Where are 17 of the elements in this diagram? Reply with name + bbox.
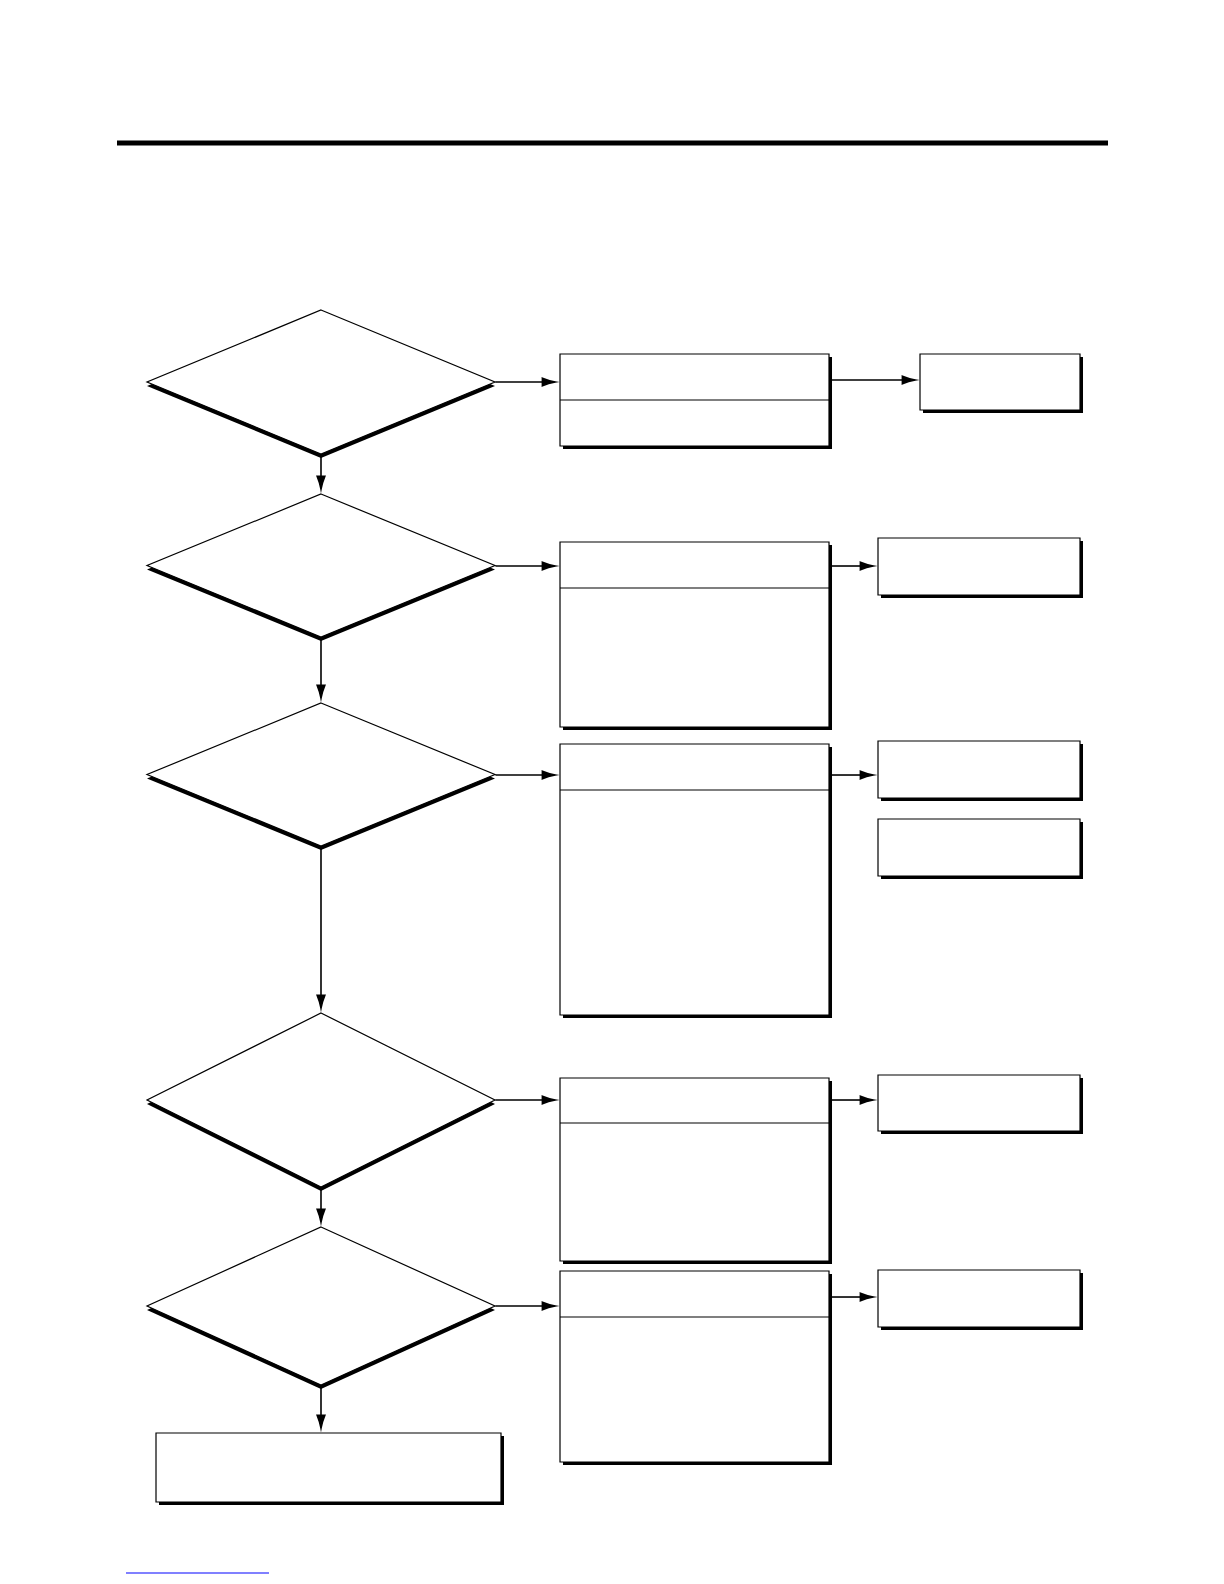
arrow bbox=[494, 770, 556, 780]
process-box bbox=[877, 740, 1083, 801]
process-box bbox=[877, 818, 1083, 879]
process-box bbox=[919, 353, 1083, 413]
arrow bbox=[494, 1095, 556, 1105]
arrow bbox=[494, 1301, 556, 1311]
process-box bbox=[877, 1269, 1083, 1330]
process-box bbox=[877, 1074, 1083, 1134]
process-box bbox=[559, 743, 832, 1018]
process-box bbox=[559, 541, 832, 730]
arrow bbox=[494, 561, 556, 571]
process-box bbox=[559, 1270, 832, 1465]
process-box bbox=[559, 353, 832, 449]
process-box bbox=[877, 537, 1083, 598]
process-box bbox=[559, 1077, 832, 1264]
arrow bbox=[494, 377, 556, 387]
process-box bbox=[155, 1432, 504, 1505]
